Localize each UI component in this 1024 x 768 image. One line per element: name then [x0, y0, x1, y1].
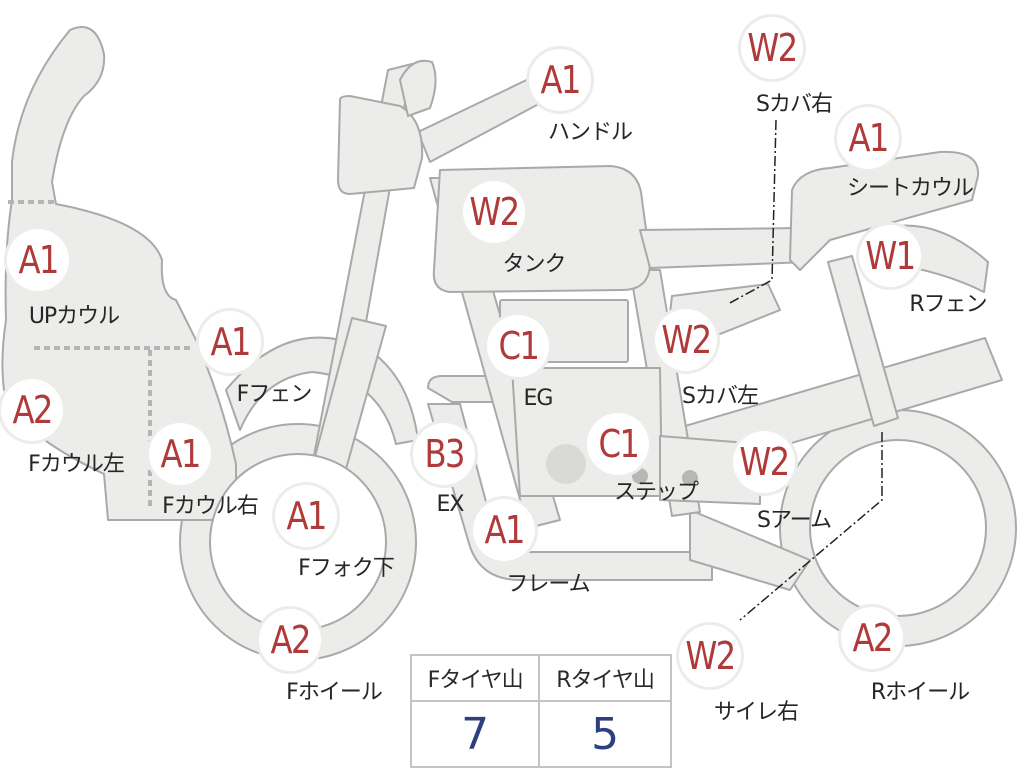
- part-label: Fフェン: [236, 382, 313, 407]
- part-code: A1: [18, 238, 59, 282]
- part-code: A1: [484, 508, 525, 552]
- rear-tyre-header: Rタイヤ山: [538, 654, 672, 702]
- part-label: タンク: [502, 252, 566, 277]
- part-label: ステップ: [613, 480, 699, 505]
- footpeg-detail-1: [632, 468, 648, 484]
- silencer-shape: [689, 509, 811, 591]
- part-label: Fフォク下: [298, 556, 395, 581]
- part-label: Sカバ左: [682, 384, 759, 409]
- front-tyre-value: 7: [409, 700, 541, 768]
- part-code: A1: [540, 58, 581, 102]
- leader-lines: [727, 119, 883, 621]
- part-code: A2: [270, 618, 311, 662]
- part-label: Rホイール: [870, 680, 970, 705]
- rear-tyre-value: 5: [538, 700, 672, 768]
- front-tyre-header: Fタイヤ山: [409, 654, 541, 702]
- part-label: サイレ右: [713, 700, 799, 725]
- part-code: W1: [865, 234, 916, 278]
- footpeg-detail-2: [682, 470, 698, 486]
- part-code: C1: [498, 324, 539, 368]
- part-label: Fホイール: [286, 680, 383, 705]
- part-label: Sアーム: [757, 508, 832, 533]
- part-label: Fカウル右: [162, 494, 259, 519]
- part-code: A2: [12, 388, 53, 432]
- part-label: EG: [523, 386, 554, 411]
- part-label: EX: [436, 492, 465, 517]
- part-code: A1: [848, 116, 889, 160]
- part-label: Rフェン: [909, 292, 987, 317]
- part-code: A2: [852, 616, 893, 660]
- mirror-shape: [399, 59, 437, 117]
- part-label: ハンドル: [547, 120, 633, 145]
- part-code: W2: [747, 26, 798, 70]
- part-code: W2: [739, 440, 790, 484]
- part-label: Fカウル左: [28, 452, 125, 477]
- part-label: シートカウル: [846, 176, 974, 201]
- rear-shock-shape: [827, 255, 899, 427]
- seat-cowl-shape: [789, 150, 980, 271]
- part-code: W2: [685, 634, 736, 678]
- part-label: Sカバ右: [756, 92, 833, 117]
- part-code: A1: [160, 432, 201, 476]
- part-code: A1: [286, 494, 327, 538]
- engine-cover-detail: [546, 444, 586, 484]
- part-code: W2: [661, 318, 712, 362]
- part-code: C1: [598, 422, 639, 466]
- rear-rim-detail: [809, 439, 987, 617]
- part-code: A1: [210, 320, 251, 364]
- cowl-division-lines: [8, 200, 190, 510]
- part-code: B3: [424, 432, 465, 476]
- tyre-tread-table: Fタイヤ山 Rタイヤ山 7 5: [409, 654, 672, 768]
- part-label: UPカウル: [28, 304, 120, 329]
- part-label: フレーム: [506, 572, 590, 597]
- seat-shape: [639, 227, 809, 269]
- upper-cowl-shape: [1, 26, 237, 521]
- headlight-shape: [337, 95, 424, 195]
- part-code: W2: [469, 190, 520, 234]
